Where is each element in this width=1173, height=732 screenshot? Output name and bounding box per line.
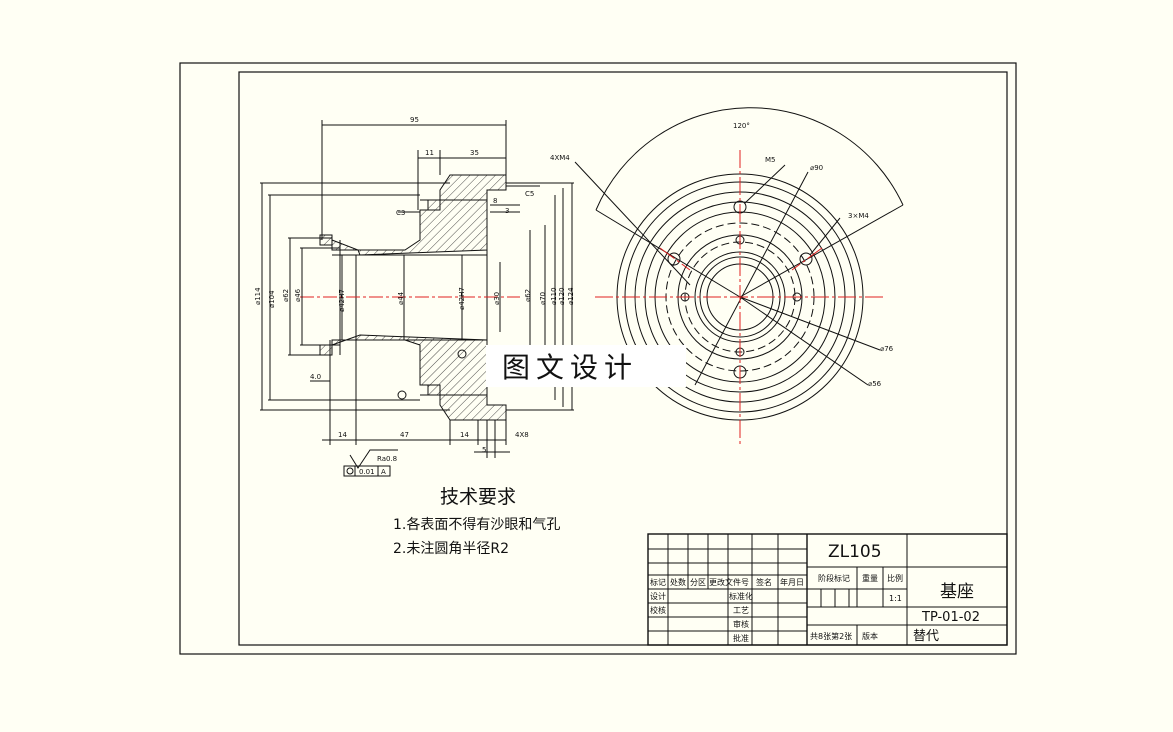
dim-phi104: ⌀104 [268, 290, 276, 308]
dim-phi46: ⌀46 [294, 288, 302, 302]
callout-phi76: ⌀76 [880, 345, 894, 353]
header-mark: 标记 [650, 577, 666, 587]
end-view-centerlines [595, 150, 885, 445]
tech-req-item-1: 1.各表面不得有沙眼和气孔 [393, 516, 560, 533]
dim-c3: C3 [396, 209, 405, 217]
dim-phi62-right: ⌀62 [524, 289, 532, 302]
callout-phi56: ⌀56 [868, 380, 882, 388]
replace-label: 替代 [913, 629, 939, 644]
dim-phi44: ⌀44 [397, 291, 405, 305]
dim-11: 11 [425, 149, 434, 157]
row-review: 审核 [733, 619, 749, 629]
dim-c5: C5 [525, 190, 534, 198]
roughness-ra: Ra0.8 [377, 455, 397, 463]
title-block [647, 533, 1008, 646]
dim-phi70: ⌀70 [539, 292, 547, 305]
header-sign: 签名 [756, 577, 772, 587]
dim-35: 35 [470, 149, 479, 157]
material: ZL105 [828, 542, 882, 562]
tech-req-item-2: 2.未注圆角半径R2 [393, 541, 509, 557]
title-block-text: ZL105 基座 TP-01-02 替代 1:1 标记 处数 分区 更改文件号 … [650, 542, 980, 644]
header-weight: 重量 [862, 573, 878, 583]
watermark: 图文设计 [502, 351, 638, 384]
dim-phi120: ⌀120 [558, 287, 566, 305]
inner-frame [238, 71, 1008, 646]
row-approve: 批准 [733, 633, 749, 643]
row-check: 校核 [650, 605, 666, 615]
dim-phi114: ⌀114 [254, 287, 262, 305]
section-view [260, 120, 574, 477]
tolerance-value: 0.01 [359, 468, 375, 476]
callout-3xm4: 3×M4 [848, 212, 869, 220]
dim-bottom-14a: 14 [338, 431, 347, 439]
dim-95: 95 [410, 116, 419, 124]
angle-120: 120° [733, 122, 750, 130]
dim-phi42h7-right: ⌀42H7 [458, 287, 466, 310]
tech-requirements: 技术要求 1.各表面不得有沙眼和气孔 2.未注圆角半径R2 [393, 486, 560, 557]
dim-bottom-14b: 14 [460, 431, 469, 439]
section-dim-labels: 95 11 35 C5 C3 3 8 ⌀114 ⌀104 ⌀62 ⌀46 ⌀42… [254, 116, 575, 476]
sheets-info: 共8张第2张 [810, 631, 852, 641]
dim-bottom-47: 47 [400, 431, 409, 439]
dim-phi124: ⌀124 [567, 287, 575, 305]
section-upper-hatch [331, 174, 507, 256]
end-view-labels: 120° 4XM4 M5 ⌀90 3×M4 ⌀76 ⌀56 [550, 122, 894, 388]
dim-3: 3 [505, 207, 509, 215]
callout-phi90: ⌀90 [810, 164, 823, 172]
header-count: 处数 [670, 577, 686, 587]
dim-phi42h7-left: ⌀42H7 [338, 289, 346, 312]
tolerance-datum: A [381, 468, 386, 476]
dim-phi62: ⌀62 [282, 289, 290, 302]
header-zone: 分区 [690, 578, 706, 587]
version-label: 版本 [862, 631, 878, 641]
watermark-box [486, 345, 686, 387]
callout-m5: M5 [765, 156, 776, 164]
section-lower-hatch [331, 334, 507, 421]
dim-phi110: ⌀110 [550, 287, 558, 305]
dim-phi30: ⌀30 [493, 292, 501, 305]
tech-req-title: 技术要求 [440, 486, 516, 508]
drawing-number: TP-01-02 [921, 610, 980, 625]
tolerance-small: 4.0 [310, 373, 321, 381]
row-process: 工艺 [733, 606, 749, 615]
dim-bottom-4x8: 4X8 [515, 431, 529, 439]
header-date: 年月日 [780, 577, 804, 587]
header-stage-mark: 阶段标记 [818, 573, 850, 583]
scale-value: 1:1 [889, 594, 902, 603]
dim-8: 8 [493, 197, 497, 205]
row-design: 设计 [650, 591, 666, 601]
outer-frame [179, 62, 1017, 655]
part-name: 基座 [940, 582, 974, 602]
header-scale: 比例 [887, 573, 903, 583]
dim-bottom-5: 5 [482, 446, 486, 454]
row-standardize: 标准化 [729, 591, 753, 601]
callout-4xm4: 4XM4 [550, 154, 570, 162]
header-doc-no: 更改文件号 [709, 577, 749, 587]
